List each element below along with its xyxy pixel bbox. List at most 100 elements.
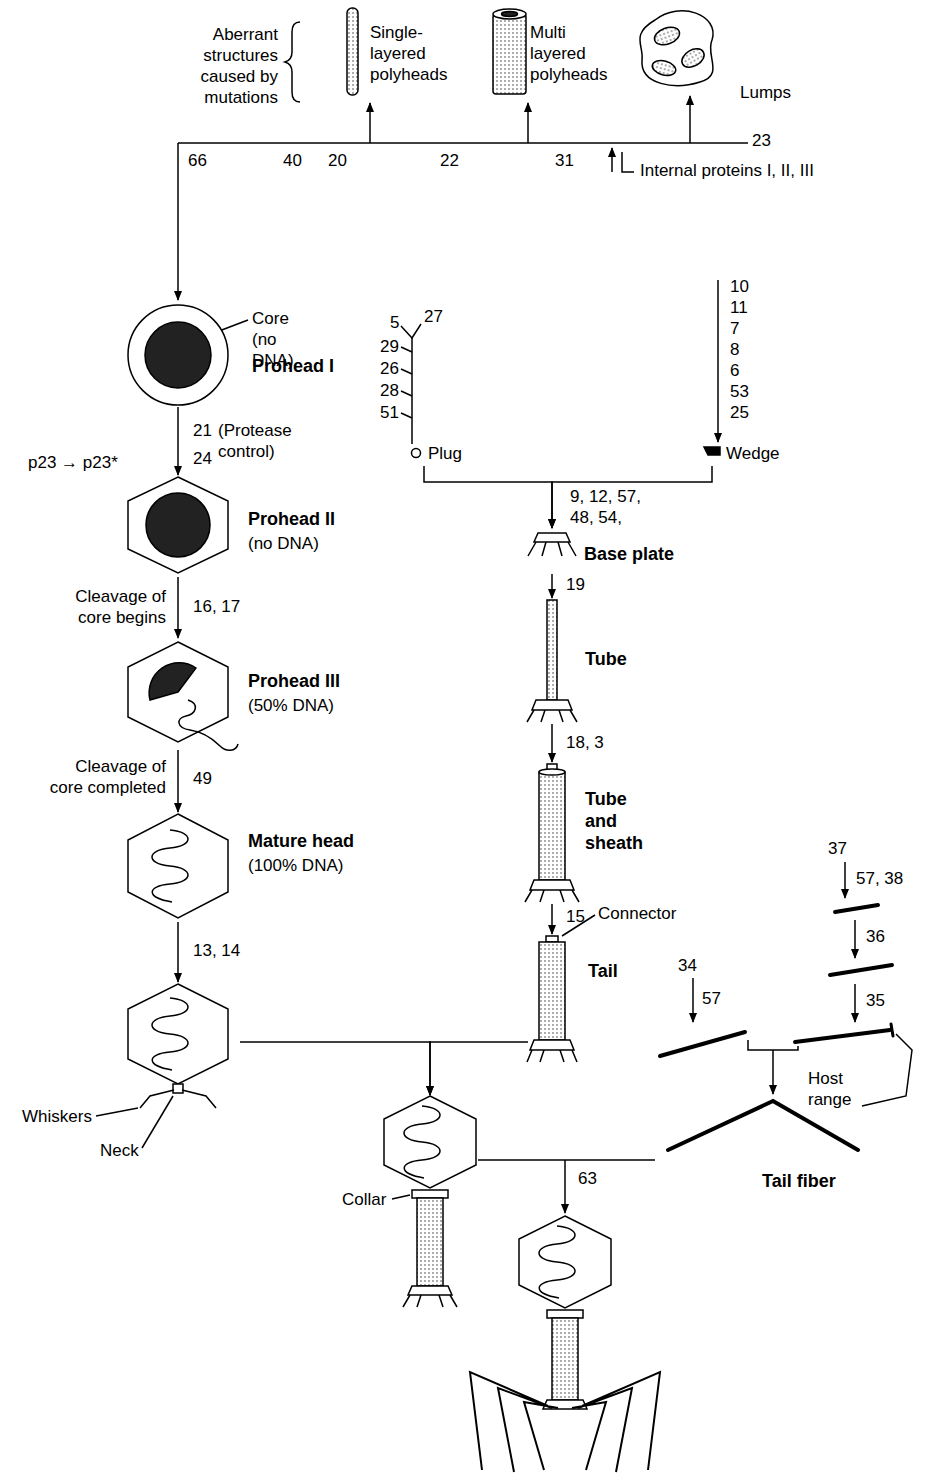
merge-line (748, 1040, 798, 1050)
stage-note: Whiskers (22, 1106, 92, 1127)
assembly-stage: Collar (340, 1095, 485, 1325)
stage-name: Mature head (248, 830, 354, 852)
stage-note: (50% DNA) (248, 695, 334, 716)
assembly-stage: Prohead II (no DNA) (125, 475, 350, 577)
pathway-arrow (854, 920, 856, 958)
gene-number: 40 (283, 150, 302, 171)
annotation-text: p23 → p23* (28, 452, 118, 473)
head-shell (384, 1096, 476, 1188)
phage-assemblies (384, 1096, 660, 1472)
dna-strand (539, 1226, 575, 1298)
stage-note: Collar (342, 1189, 386, 1210)
assembly-arrow (551, 574, 553, 598)
polyhead-core (502, 12, 518, 17)
structure-label: Lumps (740, 82, 791, 103)
lump-part (679, 45, 708, 71)
lump-outline (640, 11, 713, 86)
tail-sheath (539, 772, 565, 880)
gene-number: 15 (566, 906, 585, 927)
fiber-segment (830, 965, 892, 975)
gene-number: 9, 12, 57, 48, 54, (570, 486, 658, 528)
dna-strand (404, 1106, 440, 1178)
annotation-text: (Protease control) (218, 420, 290, 462)
dna-strand (152, 998, 188, 1070)
base-plate (532, 700, 572, 710)
stage-name: Tail (588, 960, 618, 982)
gene-ticks (401, 347, 412, 418)
tail-parts (412, 447, 721, 1062)
stage-name: Prohead III (248, 670, 340, 692)
base-plate-pins (403, 1295, 457, 1307)
structure-label: Single- layered polyheads (370, 22, 465, 85)
assembly-stage: Tail fiber (655, 1095, 865, 1200)
callout-label: Host range (808, 1068, 858, 1110)
assembly-stage: Mature head (100% DNA) (125, 812, 358, 922)
gene-number: 7 (730, 318, 739, 339)
head-shell (128, 814, 228, 918)
gene-number: 18, 3 (566, 732, 604, 753)
assembly-arrow (552, 466, 712, 528)
head-pathway-line (178, 142, 748, 144)
leader-line (622, 152, 634, 172)
neck (173, 1084, 183, 1093)
prohead-shell (128, 305, 228, 405)
assembly-arrow (177, 407, 179, 475)
assembly-arrow (424, 466, 552, 528)
fiber-tip (891, 1024, 893, 1036)
gene-number: 23 (752, 130, 771, 151)
brace (285, 22, 300, 102)
stage-name: Prohead II (248, 508, 335, 530)
base-plate (408, 1286, 452, 1295)
annotation-text: Cleavage of core completed (44, 756, 166, 798)
gene-number: 31 (555, 150, 574, 171)
collar (412, 1190, 448, 1198)
tail-sheath (539, 942, 565, 1040)
gene-number: 29 (380, 336, 399, 357)
collar (547, 1310, 583, 1318)
tail-sheath (552, 1318, 578, 1400)
tail-fiber-parts (660, 905, 893, 1150)
head-shell (128, 984, 228, 1084)
lump-part (652, 24, 682, 48)
merge-line (478, 1159, 655, 1161)
branch-arrow (611, 148, 613, 172)
gene-number: 57, 38 (856, 868, 903, 889)
gene-number: 49 (193, 768, 212, 789)
structure-label: Multi layered polyheads (530, 22, 618, 85)
assembly-stage: Base plate (525, 528, 685, 574)
single-layered-polyhead (347, 8, 358, 95)
pathway-arrow (772, 1050, 774, 1094)
assembly-arrow (551, 904, 553, 934)
stage-note: (100% DNA) (248, 855, 343, 876)
gene-number: 13, 14 (193, 940, 240, 961)
pathway-arrow (692, 978, 694, 1022)
assembly-stage: Plug (410, 440, 490, 466)
gene-number: 66 (188, 150, 207, 171)
assembly-arrow (177, 577, 179, 638)
whiskers (140, 1090, 216, 1108)
base-plate-pins (525, 890, 579, 902)
gene-number: 57 (702, 988, 721, 1009)
gene-number: 5 (390, 312, 399, 333)
gene-number: 8 (730, 339, 739, 360)
tail-sheath (417, 1198, 443, 1286)
stage-note: (no DNA) (248, 533, 319, 554)
multi-layered-polyhead (493, 14, 526, 94)
assembly-stage: Tube (528, 598, 631, 724)
assembly-stage: Tube and sheath (528, 762, 653, 904)
connector (546, 936, 558, 942)
base-plate-pins (528, 542, 576, 556)
assembly-arrow (177, 922, 179, 982)
gene-number: 51 (380, 402, 399, 423)
assembly-stage: WhiskersNeck (20, 982, 240, 1164)
base-plate-pins (527, 1050, 577, 1062)
stage-note: Neck (100, 1140, 139, 1161)
base-plate (534, 533, 570, 542)
sheath-rim (539, 769, 565, 775)
pathway-arrow (177, 143, 179, 300)
lump-part (651, 58, 678, 78)
assembly-stage: Prohead III (50% DNA) (125, 638, 350, 750)
